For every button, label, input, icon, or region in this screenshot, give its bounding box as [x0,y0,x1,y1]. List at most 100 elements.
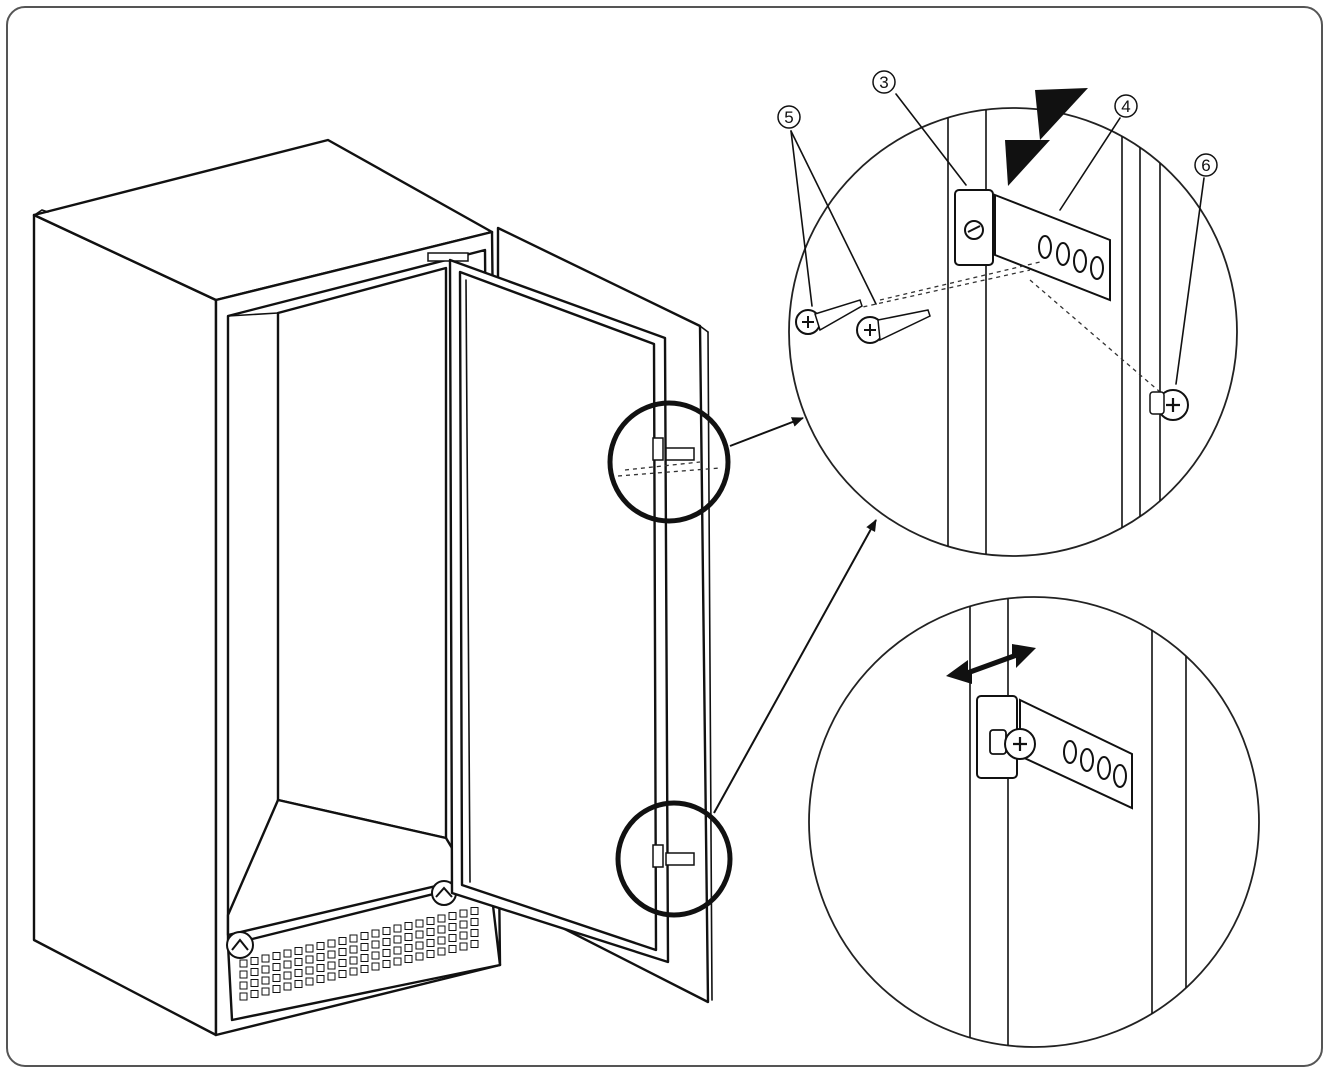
grille-slot [294,958,303,966]
grille-slot [360,932,369,940]
grille-slot [437,936,446,945]
grille-slot [316,942,325,950]
grille-slot [470,918,479,926]
grille-slot [261,965,270,974]
grille-slot [349,956,358,965]
grille-slot [239,959,248,968]
grille-slot [239,970,248,979]
grille-slot [371,940,380,949]
grille-slot [371,951,380,960]
grille-slot [382,927,391,935]
grille-slot [382,938,391,946]
grille-slot [250,979,259,987]
grille-slot [360,954,369,962]
grille-slot [283,971,292,980]
grille-slot [404,944,413,952]
screw-6 [1149,389,1189,421]
grille-slot [437,914,446,923]
grille-slot [283,949,292,958]
pointer-arrow-bottom [713,519,877,814]
grille-slot [316,975,325,983]
callout-4: 4 [1114,94,1138,118]
grille-slot [470,929,479,937]
grille-slot [415,930,424,939]
grille-slot [239,992,248,1001]
fastened-screw [989,728,1036,760]
grille-slot [294,969,303,977]
grille-slot [338,937,347,945]
push-arrow-icon [1005,140,1050,186]
grille-slot [448,934,457,942]
grille-slot [382,949,391,957]
grille-slot [459,909,468,918]
grille-slot [426,917,435,925]
grille-slot [305,944,314,953]
door-bottom-hinge-detail [652,844,695,868]
grille-slot [404,955,413,963]
grille-slot [415,941,424,950]
grille-slot [338,970,347,978]
grille-slot [393,946,402,955]
grille-slot [393,957,402,966]
grille-slot [437,925,446,934]
adjust-double-arrow-icon [946,644,1036,684]
grille-slot [305,955,314,964]
grille-slot [316,964,325,972]
grille-slot [327,961,336,970]
grille-slot [437,947,446,956]
grille-slot [448,923,457,931]
grille-slot [371,962,380,971]
grille-slot [316,953,325,961]
grille-slot [426,939,435,947]
grille-slot [272,952,281,960]
callout-4-label: 4 [1121,97,1130,116]
wood-screw [856,309,931,344]
grille-slot [283,982,292,991]
grille-slot [360,943,369,951]
grille-slot [448,912,457,920]
grille-slot [250,990,259,998]
grille-slot [272,985,281,993]
grille-slot [272,963,281,971]
grille-slot [360,965,369,973]
grille-slot [349,934,358,943]
grille-slot [404,922,413,930]
grille-slot [426,928,435,936]
grille-slot [338,959,347,967]
grille-slot [459,931,468,940]
grille-slot [415,952,424,961]
grille-slot [371,929,380,938]
grille-slot [349,967,358,976]
wood-screw [795,299,863,335]
grille-slot [470,907,479,915]
callout-3: 3 [872,70,896,94]
cabinet [32,138,502,1037]
grille-slot [338,948,347,956]
grille-slot [305,977,314,986]
grille-slot [250,968,259,976]
callout-3-label: 3 [879,73,888,92]
callout-6: 6 [1194,153,1218,177]
grille-slot [239,981,248,990]
top-hinge-magnifier [607,400,731,524]
grille-slot [261,976,270,985]
bottom-detail-view [808,596,1260,1048]
grille-slot [261,954,270,963]
grille-slot [470,940,479,948]
grille-slot [261,987,270,996]
grille-slot [393,935,402,944]
grille-slot [327,939,336,948]
grille-slot [272,974,281,982]
grille-slot [327,950,336,959]
grille-slot [382,960,391,968]
grille-slot [327,972,336,981]
grille-slot [294,947,303,955]
hinge-bracket [994,193,1111,302]
grille-slot [459,942,468,951]
bottom-hinge-magnifier [615,800,733,918]
grille-slot [404,933,413,941]
grille-slot [294,980,303,988]
top-detail-view [788,88,1238,557]
callout-6-label: 6 [1201,156,1210,175]
